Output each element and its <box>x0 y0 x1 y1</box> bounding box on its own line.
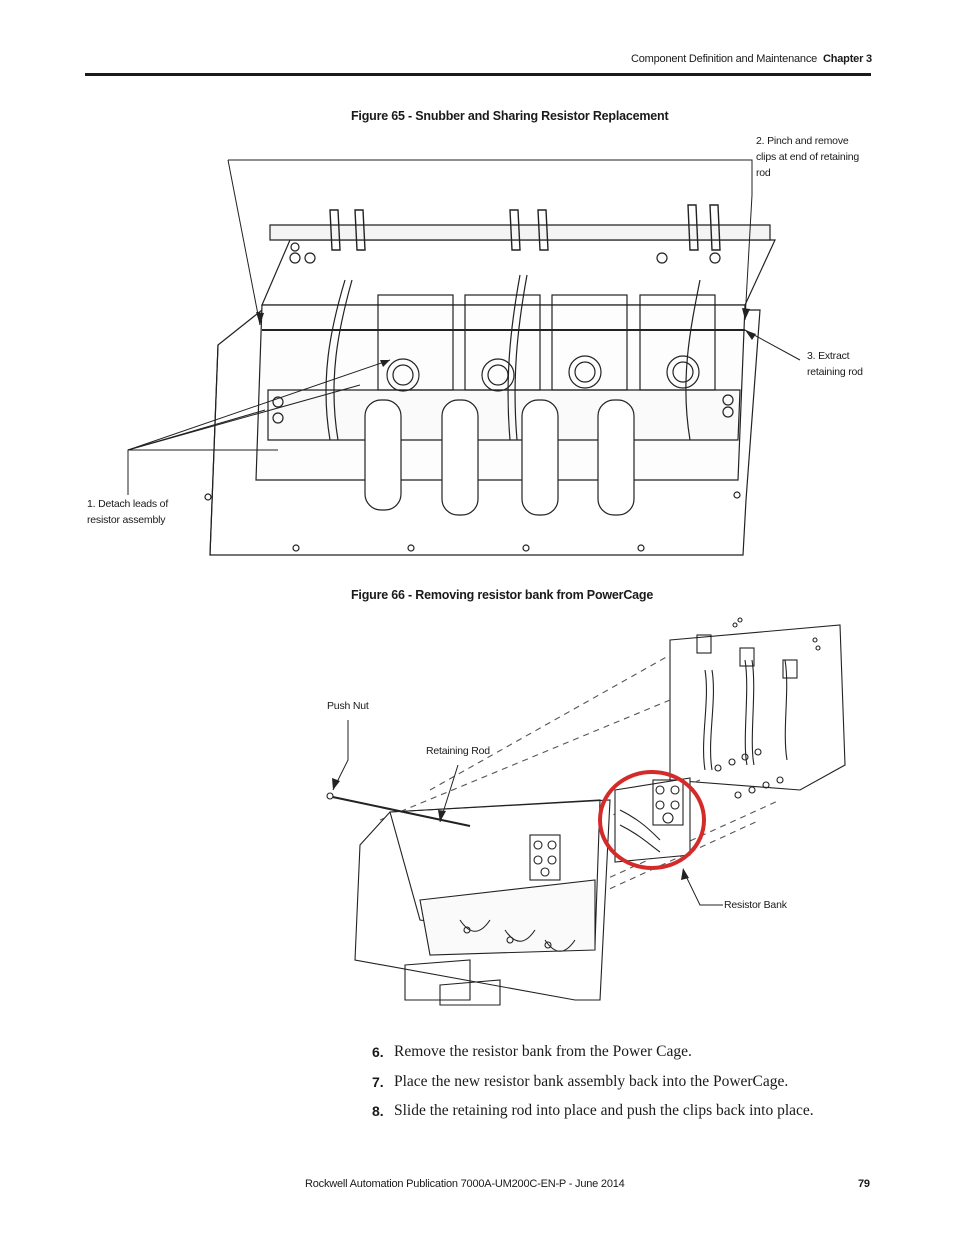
footer-publication: Rockwell Automation Publication 7000A-UM… <box>305 1178 625 1190</box>
step-number: 7. <box>372 1073 384 1090</box>
callout-resistor-bank: Resistor Bank <box>724 899 787 911</box>
step-number: 6. <box>372 1044 384 1060</box>
figure-66-caption: Figure 66 - Removing resistor bank from … <box>351 588 654 602</box>
callout-pinch-line-2: clips at end of retaining <box>756 151 859 163</box>
figure-65-caption: Figure 65 - Snubber and Sharing Resistor… <box>351 109 669 123</box>
step-8: 8. Slide the retaining rod into place an… <box>372 1102 814 1132</box>
page-number: 79 <box>858 1178 870 1190</box>
step-text: Slide the retaining rod into place and p… <box>394 1102 814 1119</box>
step-6: 6. Remove the resistor bank from the Pow… <box>372 1043 814 1073</box>
callout-push-nut: Push Nut <box>327 700 369 712</box>
callout-detach-line-2: resistor assembly <box>87 514 166 526</box>
callout-pinch-line-1: 2. Pinch and remove <box>756 135 849 147</box>
running-header-chapter: Chapter 3 <box>823 53 872 65</box>
callout-pinch-clips: 2. Pinch and remove clips at end of reta… <box>756 133 859 181</box>
figure-66-drawing <box>326 617 846 1006</box>
callout-detach-line-1: 1. Detach leads of <box>87 498 169 510</box>
callout-detach-leads: 1. Detach leads of resistor assembly <box>87 496 168 528</box>
callout-retaining-rod: Retaining Rod <box>426 745 490 757</box>
resistor-bank-highlight <box>598 770 706 870</box>
step-7: 7. Place the new resistor bank assembly … <box>372 1073 814 1103</box>
running-header-section: Component Definition and Maintenance <box>631 53 818 65</box>
callout-pinch-line-3: rod <box>756 167 771 179</box>
step-text: Remove the resistor bank from the Power … <box>394 1043 692 1060</box>
step-text: Place the new resistor bank assembly bac… <box>394 1072 789 1090</box>
header-rule <box>85 73 871 76</box>
figure-65-drawing <box>127 159 801 556</box>
callout-extract-rod: 3. Extract retaining rod <box>807 348 863 380</box>
callout-extract-line-1: 3. Extract <box>807 350 850 362</box>
procedure-steps: 6. Remove the resistor bank from the Pow… <box>372 1043 814 1132</box>
callout-extract-line-2: retaining rod <box>807 366 863 378</box>
step-number: 8. <box>372 1103 384 1119</box>
